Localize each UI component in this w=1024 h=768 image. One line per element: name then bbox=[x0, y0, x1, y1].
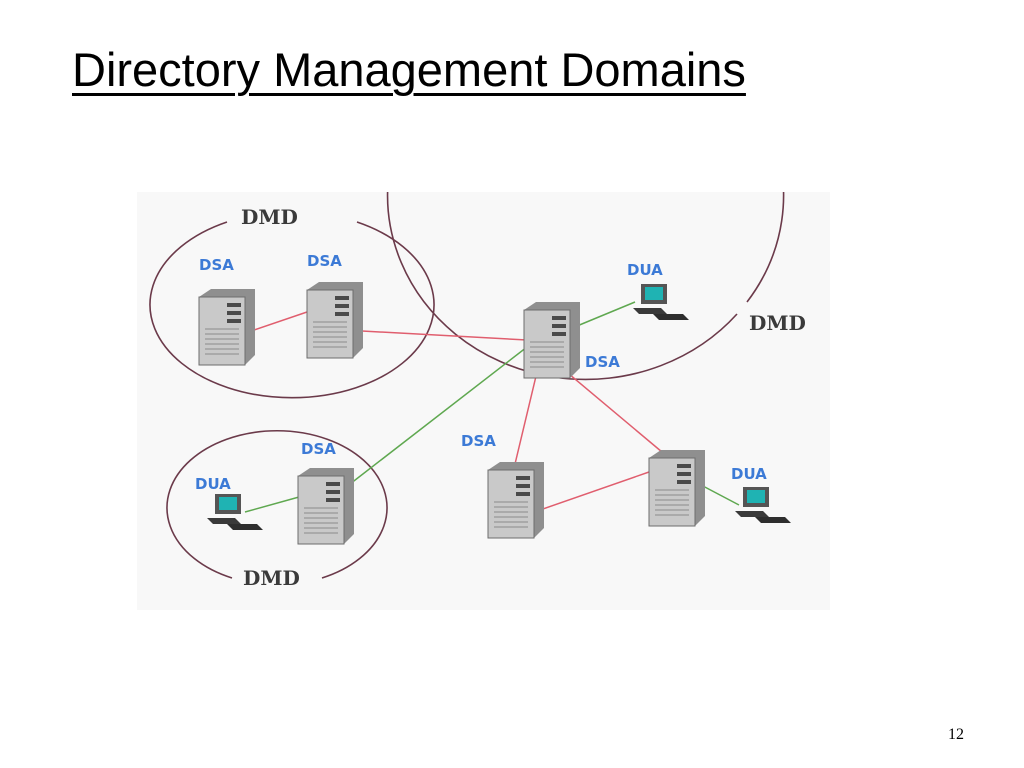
server-drive-bay bbox=[677, 480, 691, 484]
dsa-servers bbox=[198, 282, 705, 545]
dsa-server-icon bbox=[487, 462, 544, 539]
terminal-keyboard bbox=[227, 524, 263, 530]
server-drive-bay bbox=[552, 316, 566, 320]
terminal-screen bbox=[645, 287, 663, 300]
terminal-base bbox=[207, 518, 241, 524]
dsa-label: DSA bbox=[461, 432, 496, 450]
domain-boundary-dmd-1 bbox=[149, 221, 435, 399]
terminal-screen bbox=[747, 490, 765, 503]
dsa-server-icon bbox=[198, 289, 255, 366]
dua-terminal-icon bbox=[735, 487, 791, 523]
server-drive-bay bbox=[516, 476, 530, 480]
server-drive-bay bbox=[227, 311, 241, 315]
server-drive-bay bbox=[335, 312, 349, 316]
dmd-label: DMD bbox=[241, 205, 298, 229]
dua-label: DUA bbox=[195, 475, 231, 493]
page-number: 12 bbox=[948, 726, 964, 743]
connections bbox=[244, 301, 740, 513]
server-drive-bay bbox=[516, 492, 530, 496]
server-front bbox=[198, 296, 246, 366]
dsa-server-icon bbox=[523, 302, 580, 379]
diagram-background bbox=[137, 192, 830, 610]
server-front bbox=[523, 309, 571, 379]
dua-link bbox=[700, 484, 740, 506]
server-drive-bay bbox=[326, 482, 340, 486]
dsa-link bbox=[361, 330, 528, 341]
dmd-diagram: DMD DMD DMD DSA DSA DSA DSA DSA DUA DUA … bbox=[137, 192, 830, 610]
dsa-label: DSA bbox=[585, 353, 620, 371]
server-drive-bay bbox=[335, 296, 349, 300]
server-drive-bay bbox=[227, 303, 241, 307]
dua-link bbox=[349, 346, 528, 485]
dsa-link bbox=[568, 373, 663, 453]
dmd-label: DMD bbox=[243, 566, 300, 590]
server-front bbox=[487, 469, 535, 539]
dmd-label: DMD bbox=[749, 311, 806, 335]
server-drive-bay bbox=[335, 304, 349, 308]
dsa-server-icon bbox=[648, 450, 705, 527]
terminal-base bbox=[735, 511, 769, 517]
dsa-server-icon bbox=[297, 468, 354, 545]
domain-boundary-dmd-2 bbox=[166, 429, 388, 579]
terminal-keyboard bbox=[755, 517, 791, 523]
server-front bbox=[648, 457, 696, 527]
dua-link bbox=[576, 301, 636, 327]
dsa-label: DSA bbox=[199, 256, 234, 274]
dua-label: DUA bbox=[731, 465, 767, 483]
server-drive-bay bbox=[227, 319, 241, 323]
dsa-link bbox=[514, 371, 538, 465]
server-drive-bay bbox=[677, 464, 691, 468]
dsa-link bbox=[253, 311, 308, 331]
dsa-label: DSA bbox=[307, 252, 342, 270]
dua-terminal-icon bbox=[207, 494, 263, 530]
entity-labels: DSA DSA DSA DSA DSA DUA DUA DUA bbox=[195, 252, 767, 493]
server-drive-bay bbox=[516, 484, 530, 488]
server-front bbox=[306, 289, 354, 359]
dua-link bbox=[244, 496, 300, 513]
server-drive-bay bbox=[552, 324, 566, 328]
dua-terminal-icon bbox=[633, 284, 689, 320]
dsa-link bbox=[539, 471, 650, 511]
dsa-label: DSA bbox=[301, 440, 336, 458]
server-drive-bay bbox=[552, 332, 566, 336]
terminal-keyboard bbox=[653, 314, 689, 320]
server-drive-bay bbox=[677, 472, 691, 476]
dua-label: DUA bbox=[627, 261, 663, 279]
server-drive-bay bbox=[326, 498, 340, 502]
server-front bbox=[297, 475, 345, 545]
dua-terminals bbox=[207, 284, 791, 530]
server-drive-bay bbox=[326, 490, 340, 494]
terminal-screen bbox=[219, 497, 237, 510]
dsa-server-icon bbox=[306, 282, 363, 359]
terminal-base bbox=[633, 308, 667, 314]
slide-title: Directory Management Domains bbox=[72, 43, 746, 96]
